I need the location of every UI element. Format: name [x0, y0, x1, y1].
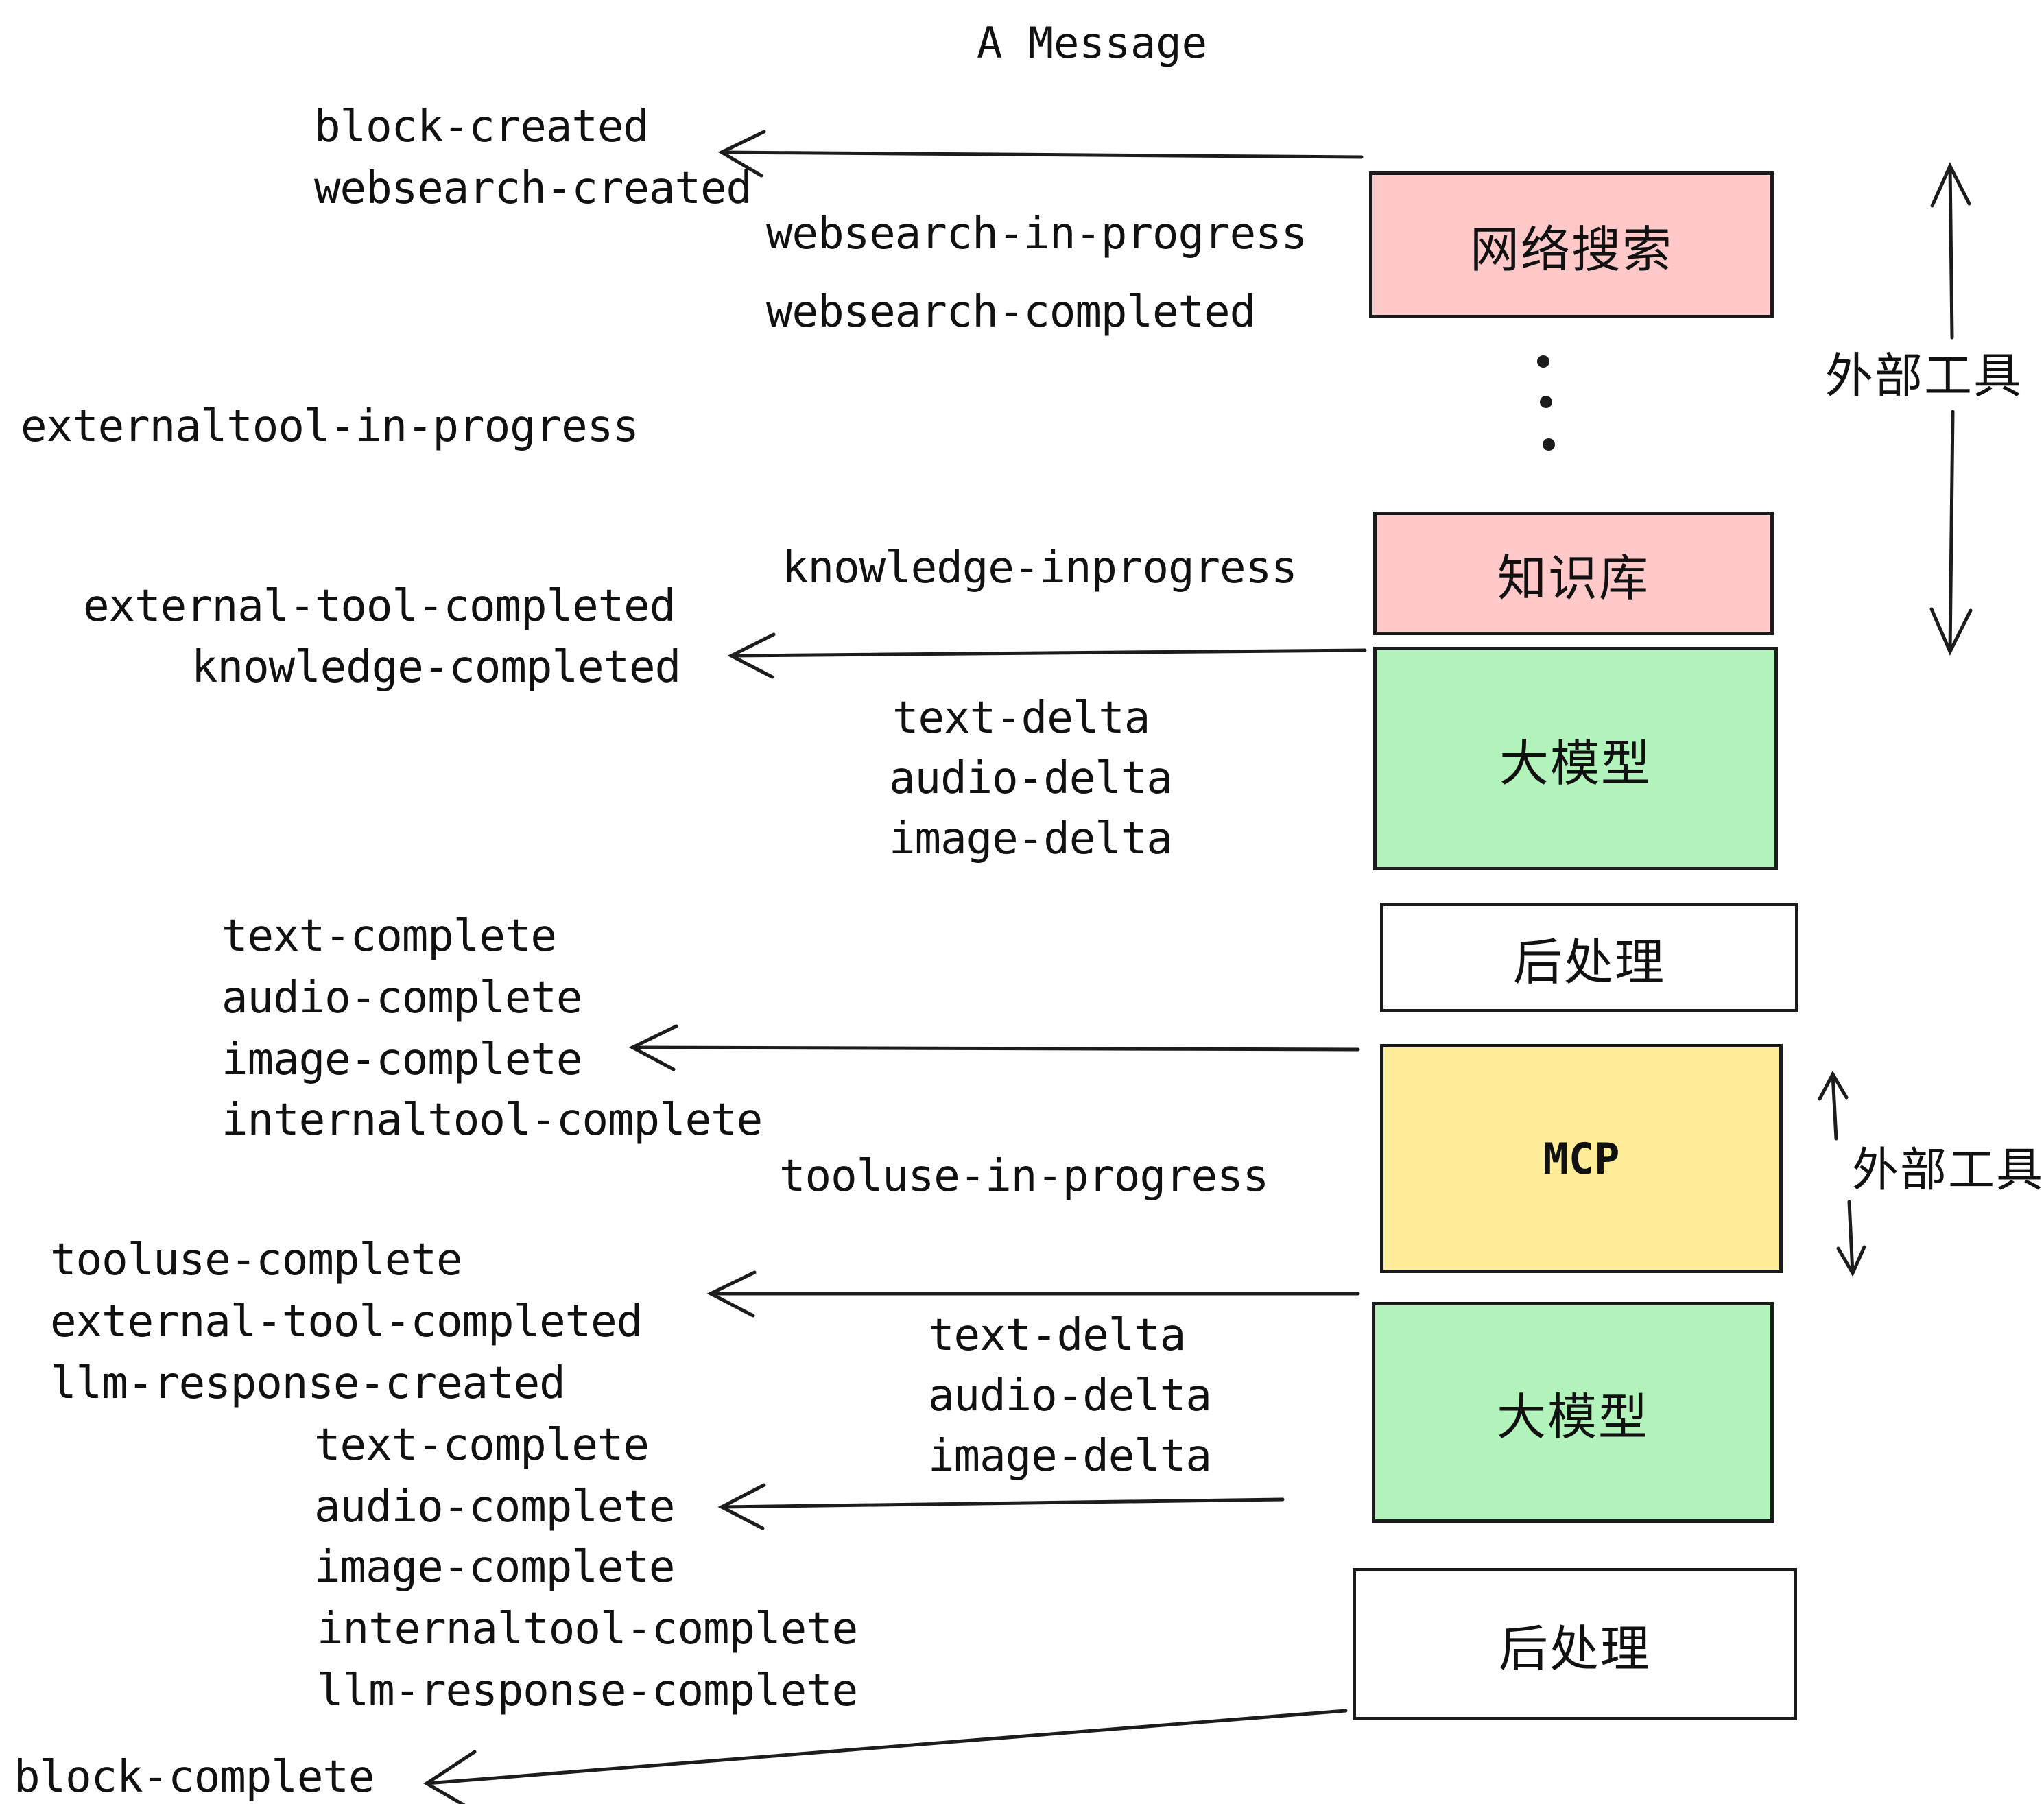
event-text-complete-2: text-complete [314, 1420, 650, 1471]
event-image-delta: image-delta [889, 814, 1173, 864]
external-tools-up-arrow-2-icon [1818, 1070, 1849, 1141]
event-websearch-created: websearch-created [314, 163, 752, 214]
box-knowledge-label: 知识库 [1497, 549, 1650, 607]
box-llm-2: 大模型 [1372, 1302, 1774, 1523]
event-image-complete-2: image-complete [314, 1542, 675, 1593]
arrow-audio-complete-icon [717, 1483, 1285, 1530]
arrow-block-created-icon [717, 130, 1364, 178]
event-text-delta-2: text-delta [928, 1310, 1186, 1361]
event-llm-response-created: llm-response-created [50, 1358, 566, 1409]
box-llm-1-label: 大模型 [1499, 734, 1652, 792]
event-knowledge-completed: knowledge-completed [191, 642, 681, 693]
event-text-delta: text-delta [892, 693, 1150, 744]
external-tools-label-mid: 外部工具 [1852, 1143, 2044, 1198]
event-externaltool-in-progress: externaltool-in-progress [21, 401, 639, 452]
box-postprocess-2-label: 后处理 [1498, 1619, 1651, 1678]
event-text-complete: text-complete [222, 911, 557, 962]
event-audio-delta: audio-delta [889, 753, 1173, 804]
event-audio-delta-2: audio-delta [928, 1370, 1212, 1421]
event-websearch-completed: websearch-completed [766, 287, 1256, 337]
box-postprocess-1: 后处理 [1380, 903, 1798, 1012]
box-llm-1: 大模型 [1373, 647, 1778, 870]
event-block-complete: block-complete [14, 1752, 375, 1803]
event-external-tool-completed-2: external-tool-completed [50, 1296, 643, 1347]
event-llm-response-complete: llm-response-complete [317, 1665, 858, 1716]
arrow-tooluse-complete-icon [706, 1270, 1360, 1318]
event-internaltool-complete: internaltool-complete [222, 1095, 763, 1146]
diagram-title: A Message [977, 18, 1207, 68]
external-tools-down-arrow-icon [1929, 410, 1973, 656]
event-audio-complete-2: audio-complete [314, 1482, 675, 1532]
event-tooluse-complete: tooluse-complete [50, 1235, 462, 1285]
box-knowledge: 知识库 [1373, 512, 1774, 635]
event-block-created: block-created [314, 102, 650, 152]
event-tooluse-in-progress: tooluse-in-progress [779, 1151, 1269, 1202]
external-tools-down-arrow-2-icon [1836, 1200, 1866, 1277]
arrow-internal-complete-icon [628, 1024, 1360, 1071]
box-mcp-label: MCP [1543, 1133, 1620, 1184]
arrow-knowledge-completed-icon [727, 632, 1367, 679]
external-tools-label-top: 外部工具 [1825, 348, 2023, 404]
event-image-delta-2: image-delta [928, 1431, 1212, 1482]
box-postprocess-2: 后处理 [1353, 1568, 1797, 1720]
event-knowledge-inprogress: knowledge-inprogress [782, 543, 1298, 593]
event-internaltool-complete-2: internaltool-complete [317, 1604, 858, 1654]
arrow-block-complete-icon [423, 1709, 1348, 1804]
box-websearch-label: 网络搜索 [1469, 220, 1673, 278]
ellipsis-dots-icon [1537, 355, 1555, 451]
box-mcp: MCP [1380, 1044, 1783, 1273]
event-external-tool-completed: external-tool-completed [83, 581, 676, 632]
event-image-complete: image-complete [222, 1034, 582, 1085]
event-websearch-in-progress: websearch-in-progress [766, 209, 1307, 259]
box-postprocess-1-label: 后处理 [1512, 933, 1665, 991]
box-llm-2-label: 大模型 [1496, 1388, 1649, 1446]
event-audio-complete: audio-complete [222, 973, 582, 1023]
box-websearch: 网络搜索 [1369, 171, 1774, 318]
external-tools-up-arrow-icon [1930, 162, 1971, 340]
